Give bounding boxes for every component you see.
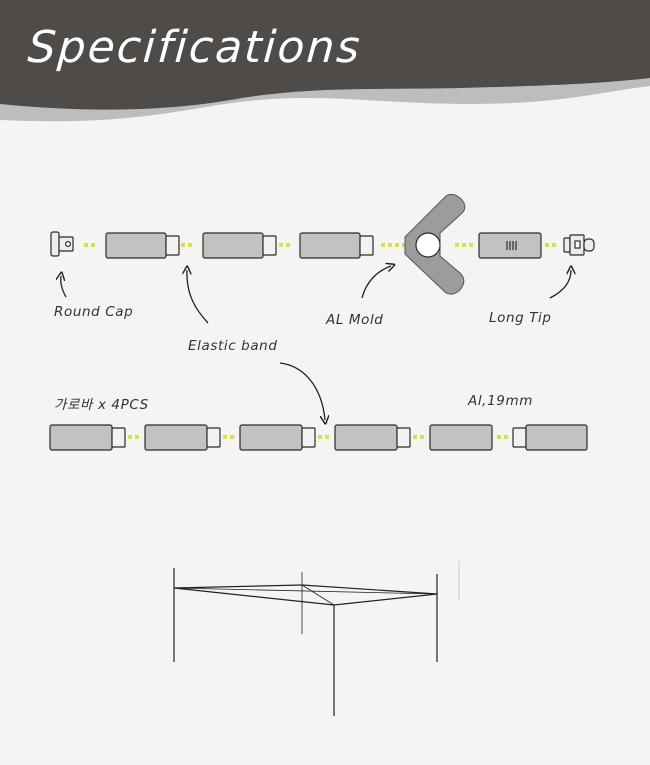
crossbar-tube <box>334 424 411 451</box>
header: Specifications <box>0 0 650 140</box>
crossbar-tube <box>512 424 588 451</box>
elastic-band-label: Elastic band <box>188 338 278 354</box>
crossbar-tube <box>239 424 316 451</box>
long-tip-label: Long Tip <box>489 310 552 326</box>
crossbar-tube <box>144 424 221 451</box>
arrow-icon <box>187 270 209 324</box>
crossbar-row <box>49 424 588 451</box>
crossbar-tube <box>429 424 493 451</box>
pole-tube <box>299 232 374 259</box>
long-tip-icon <box>563 234 595 256</box>
round-cap-icon <box>50 231 74 257</box>
round-cap-label: Round Cap <box>54 304 134 320</box>
arrow-icon <box>279 362 325 420</box>
frame-sketch <box>173 561 460 716</box>
arrow-icon <box>549 270 571 299</box>
al-mold-label: AL Mold <box>326 312 384 328</box>
annotation-arrows <box>61 266 571 420</box>
crossbar-count-label: 가로바 x 4PCS <box>54 397 149 413</box>
crossbar-tube <box>49 424 126 451</box>
pole-tube <box>105 232 180 259</box>
header-dark-band <box>0 0 650 110</box>
arrow-icon <box>61 276 67 298</box>
material-size-label: Al,19mm <box>468 393 533 409</box>
pole-tube <box>202 232 277 259</box>
long-tip-tube <box>478 232 542 259</box>
arrow-icon <box>361 266 391 299</box>
al-mold-icon <box>404 193 466 295</box>
elastic-band-segments <box>128 435 508 439</box>
pole-assembly-row <box>50 193 595 295</box>
header-background <box>0 0 650 122</box>
